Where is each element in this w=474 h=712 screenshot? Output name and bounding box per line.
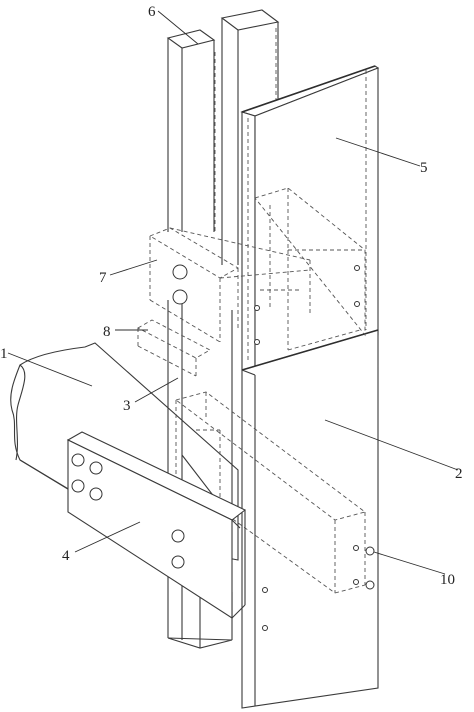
connector-7 xyxy=(148,227,311,345)
label-4: 4 xyxy=(62,548,70,564)
bolt-hole xyxy=(254,305,260,311)
bolt-hole xyxy=(354,265,360,271)
leader-lines xyxy=(7,10,459,575)
bolt-hole xyxy=(172,264,188,280)
label-6: 6 xyxy=(148,4,156,20)
bolt-hole xyxy=(262,587,268,593)
bolt-hole xyxy=(354,301,360,307)
column-bars-6 xyxy=(166,9,280,265)
bolt-hole xyxy=(171,555,185,569)
bolt-hole xyxy=(172,289,188,305)
label-10: 10 xyxy=(440,572,455,588)
label-7: 7 xyxy=(99,270,107,286)
label-2: 2 xyxy=(455,466,463,482)
plate-4 xyxy=(66,431,247,620)
connector-8 xyxy=(137,319,211,377)
label-8: 8 xyxy=(103,324,111,340)
bolt-hole xyxy=(353,545,359,551)
bolt-hole xyxy=(71,453,85,467)
bolt-end xyxy=(365,580,375,590)
bolt-hole xyxy=(89,487,103,501)
bolt-hole xyxy=(254,339,260,345)
label-1: 1 xyxy=(0,346,8,362)
plate-5 xyxy=(240,65,380,376)
bolt-hole xyxy=(171,529,185,543)
label-5: 5 xyxy=(420,160,428,176)
hidden-connector-lower xyxy=(174,391,375,594)
label-3: 3 xyxy=(123,398,131,414)
bolt-hole xyxy=(89,461,103,475)
bolt-hole xyxy=(353,579,359,585)
bolt-hole xyxy=(71,479,85,493)
bolt-hole xyxy=(262,625,268,631)
part-labels: 1 2 3 4 5 6 7 8 10 xyxy=(0,4,463,588)
beam-break-line xyxy=(15,364,26,461)
hidden-connector-upper xyxy=(254,187,366,351)
bolt-end xyxy=(365,546,375,556)
plate-2 xyxy=(241,329,379,709)
